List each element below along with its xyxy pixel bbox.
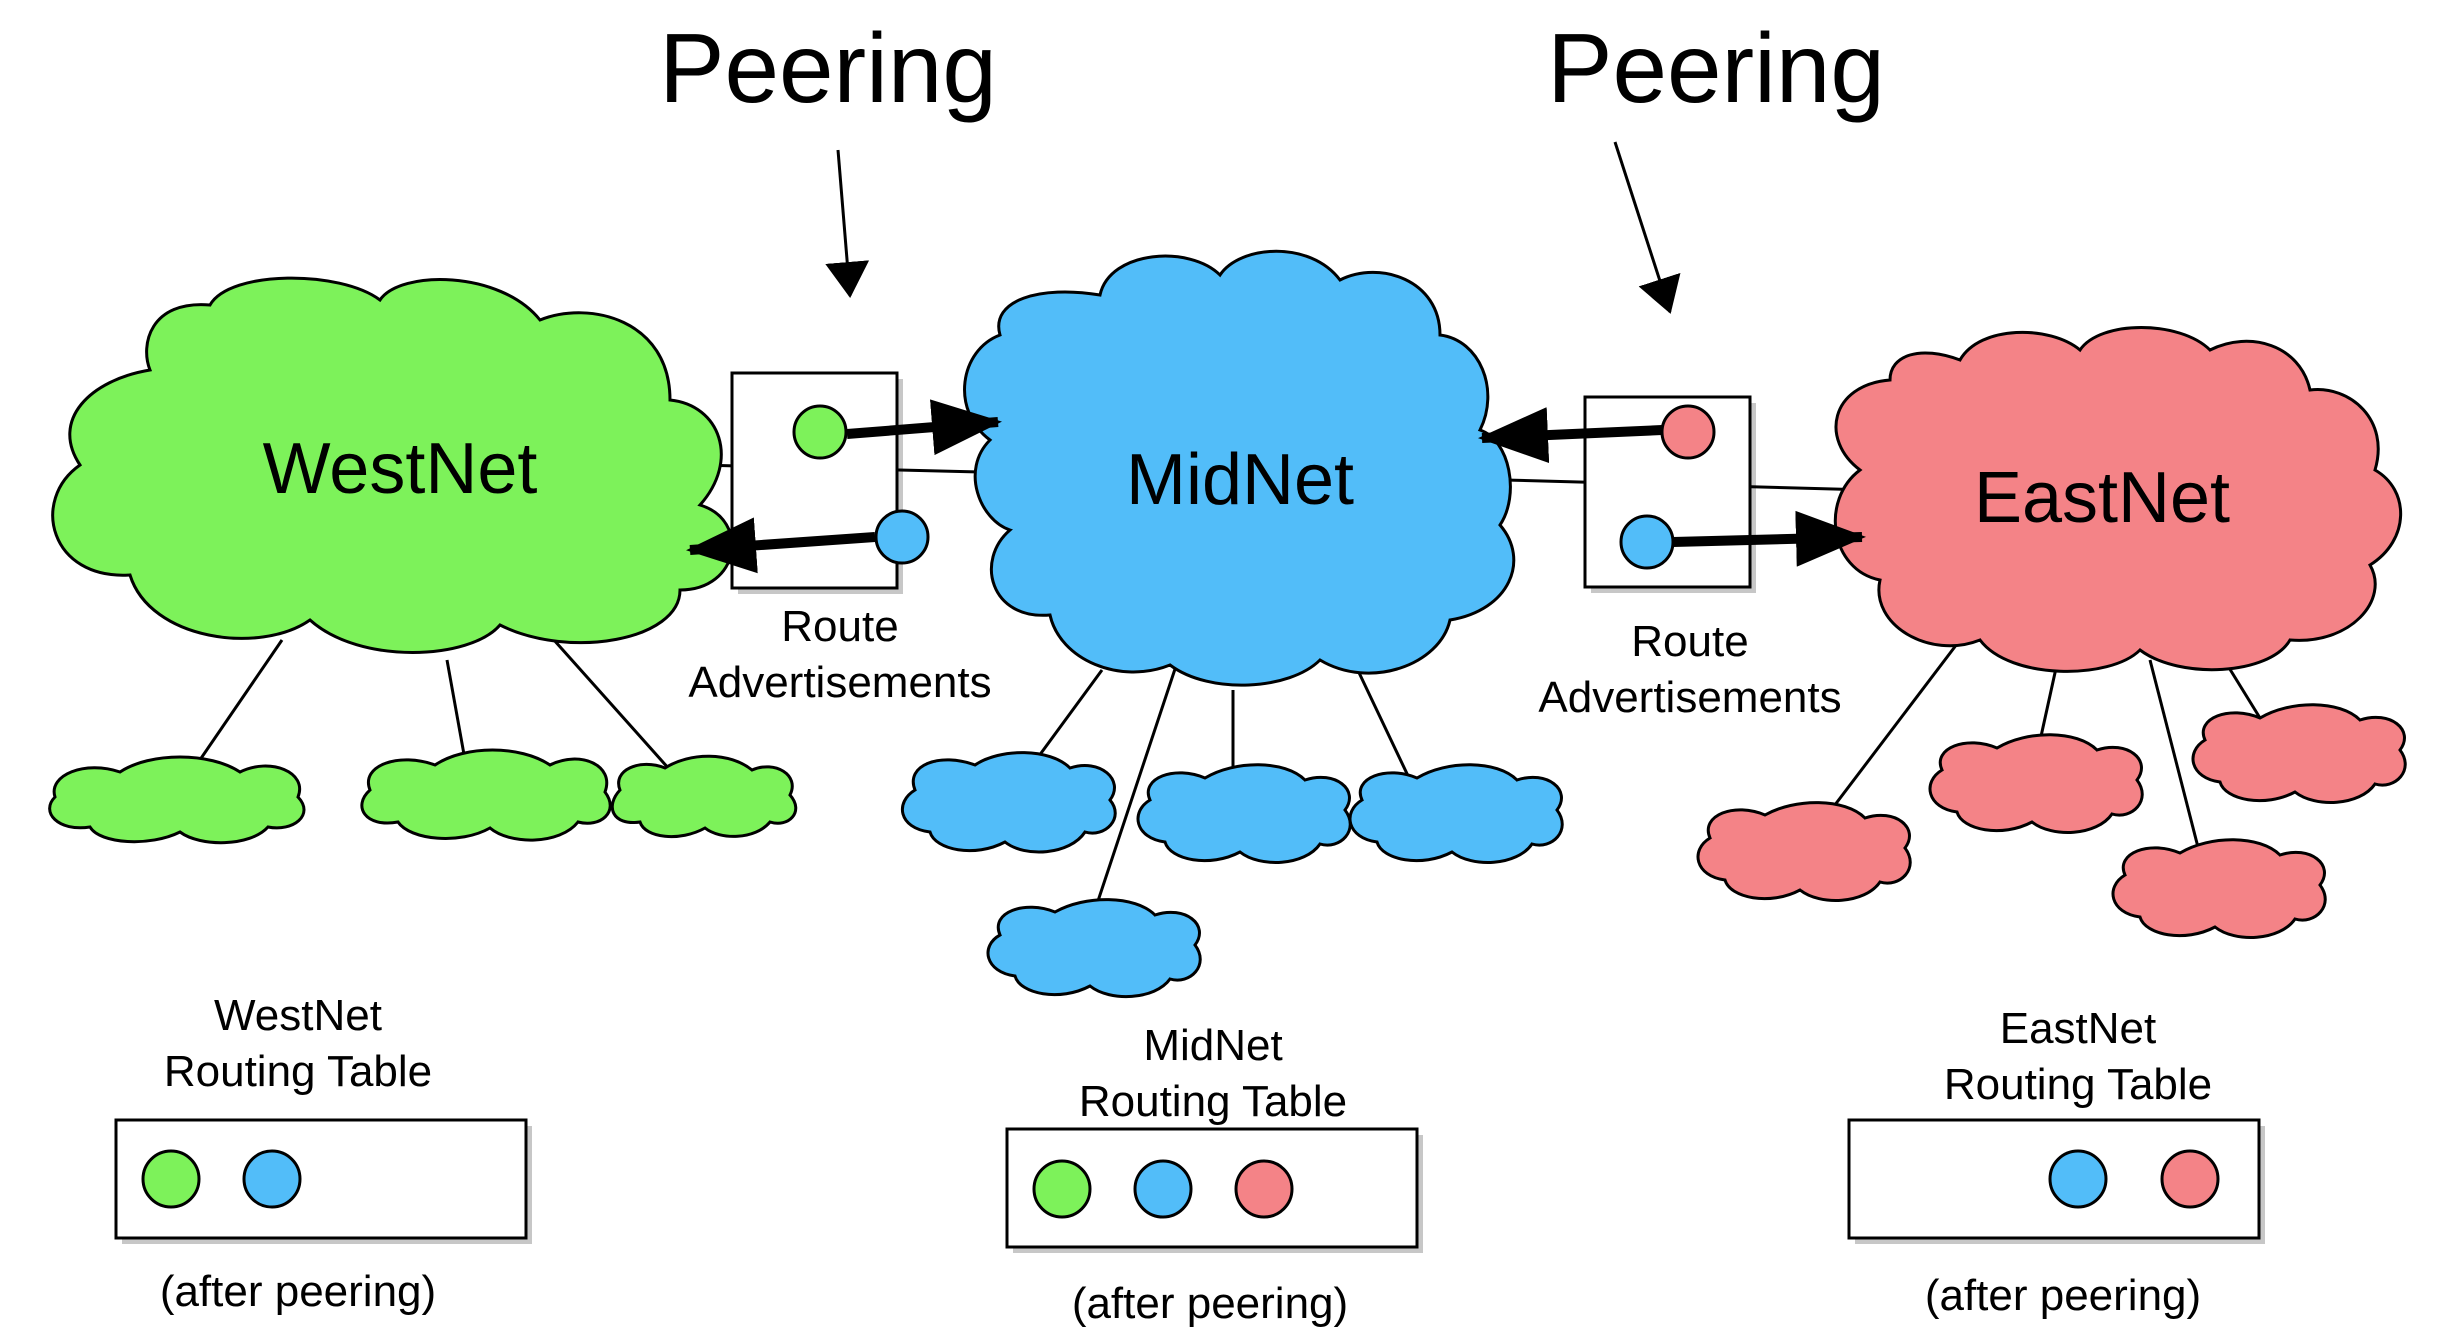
east-subnet-cloud	[1928, 733, 2144, 834]
east-route-dot	[1660, 404, 1716, 460]
east-subnet-cloud	[2191, 703, 2407, 804]
west-subnet-clouds	[48, 748, 798, 845]
midnet-table-title: MidNet	[1143, 1021, 1282, 1070]
mid-route-dot	[2048, 1149, 2108, 1209]
east-route-dot	[1234, 1159, 1294, 1219]
mid-subnet-clouds	[900, 751, 1564, 998]
mid-route-dot	[1619, 514, 1675, 570]
west-subnet-cloud	[610, 754, 798, 839]
westnet-table-title: WestNet	[214, 991, 382, 1040]
west-route-dot	[1032, 1159, 1092, 1219]
route-advertisements-label: Advertisements	[688, 658, 991, 707]
eastnet-table-title: EastNet	[2000, 1004, 2157, 1053]
westnet-table-caption: (after peering)	[160, 1267, 436, 1316]
peering-pointer-arrow	[825, 149, 870, 298]
advertise-east-to-mid-arrow	[1478, 407, 1663, 464]
eastnet-table-caption: (after peering)	[1925, 1271, 2201, 1320]
peering-pointer-arrow	[1613, 141, 1681, 314]
west-subnet-cloud	[360, 748, 612, 842]
mid-route-dot	[242, 1149, 302, 1209]
west-subnet-links	[191, 629, 672, 771]
advertise-mid-to-west-arrow	[686, 517, 876, 574]
east-subnet-cloud	[2111, 838, 2327, 939]
eastnet-label: EastNet	[1974, 458, 2230, 538]
midnet-label: MidNet	[1126, 440, 1354, 520]
mid-subnet-cloud	[900, 751, 1117, 854]
mid-subnet-cloud	[986, 898, 1202, 998]
route-advertisements-label: Route	[1631, 617, 1748, 666]
peering-label: Peering	[1547, 13, 1885, 123]
advertise-west-to-mid-arrow	[846, 399, 1002, 456]
eastnet-cloud	[1833, 326, 2403, 673]
westnet-cloud	[51, 276, 734, 654]
mid-route-dot	[874, 509, 930, 565]
route-advertisements-label: Advertisements	[1538, 673, 1841, 722]
east-subnet-clouds	[1696, 703, 2407, 939]
mid-subnet-cloud	[1136, 763, 1352, 864]
peering-label: Peering	[659, 13, 997, 123]
west-subnet-cloud	[48, 755, 306, 845]
westnet-label: WestNet	[263, 429, 538, 509]
route-advertisements-label: Route	[781, 602, 898, 651]
west-route-dot	[792, 404, 848, 460]
midnet-table-title: Routing Table	[1079, 1077, 1347, 1126]
mid-route-dot	[1133, 1159, 1193, 1219]
east-route-dot	[2160, 1149, 2220, 1209]
midnet-table-caption: (after peering)	[1072, 1279, 1348, 1328]
advertise-mid-to-east-arrow	[1672, 510, 1866, 567]
west-route-dot	[141, 1149, 201, 1209]
midnet-cloud	[963, 249, 1516, 687]
eastnet-table-title: Routing Table	[1944, 1060, 2212, 1109]
east-subnet-cloud	[1696, 801, 1912, 902]
westnet-table-title: Routing Table	[164, 1047, 432, 1096]
mid-subnet-cloud	[1348, 763, 1564, 864]
